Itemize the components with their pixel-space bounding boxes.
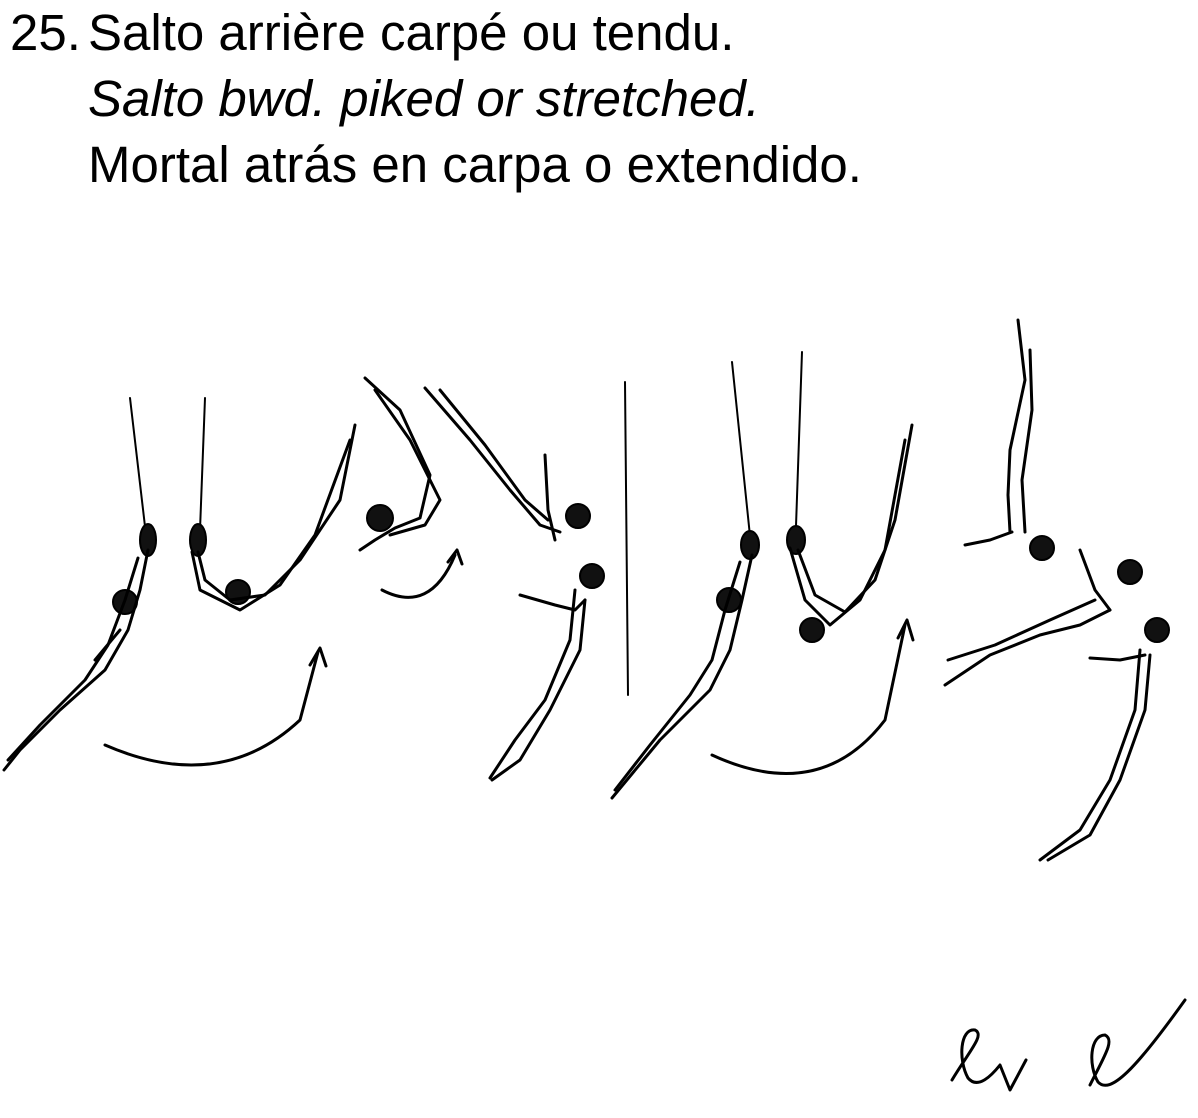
element-description: 25.Salto arrière carpé ou tendu. Salto b…	[10, 0, 1190, 198]
motion-arrow-head	[308, 646, 328, 668]
title-english-line: Salto bwd. piked or stretched.	[10, 66, 1190, 132]
sequence-divider	[624, 381, 629, 696]
handwritten-e-slash-glyph	[1088, 998, 1187, 1087]
gymnast-figure	[423, 386, 591, 542]
title-english: Salto bwd. piked or stretched.	[88, 70, 760, 127]
title-spanish: Mortal atrás en carpa o extendido.	[88, 136, 862, 193]
ring-right	[786, 525, 806, 555]
motion-arrow	[710, 623, 907, 775]
title-french: Salto arrière carpé ou tendu.	[88, 4, 735, 61]
sequence-piked	[2, 376, 605, 782]
rotation-arrow-head	[446, 548, 464, 566]
rotation-arrow	[380, 553, 457, 599]
handwritten-mark	[950, 998, 1187, 1092]
element-number: 25.	[10, 4, 81, 61]
gymnast-figure	[488, 563, 605, 782]
ring-left	[740, 530, 760, 560]
handwritten-ev-glyph	[950, 1028, 1028, 1092]
gymnast-figure	[2, 548, 150, 772]
ring-cable-left	[129, 397, 147, 536]
gymnast-figure	[788, 423, 914, 643]
ring-cable-right	[199, 397, 206, 531]
gymnast-figure	[610, 553, 754, 800]
motion-arrow	[103, 650, 320, 767]
title-spanish-line: Mortal atrás en carpa o extendido.	[10, 132, 1190, 198]
rings-salto-illustration	[2, 318, 1170, 862]
gymnast-figure	[1038, 617, 1170, 862]
ring-cable-left	[731, 361, 751, 537]
gymnast-figure	[963, 318, 1055, 561]
ring-cable-right	[795, 351, 803, 527]
gymnast-figure	[190, 423, 357, 612]
sequence-stretched	[610, 318, 1170, 862]
gymnast-figure	[358, 376, 442, 552]
gymnast-figure	[943, 548, 1143, 687]
motion-arrow-head	[896, 618, 915, 642]
title-french-line: 25.Salto arrière carpé ou tendu.	[10, 0, 1190, 66]
